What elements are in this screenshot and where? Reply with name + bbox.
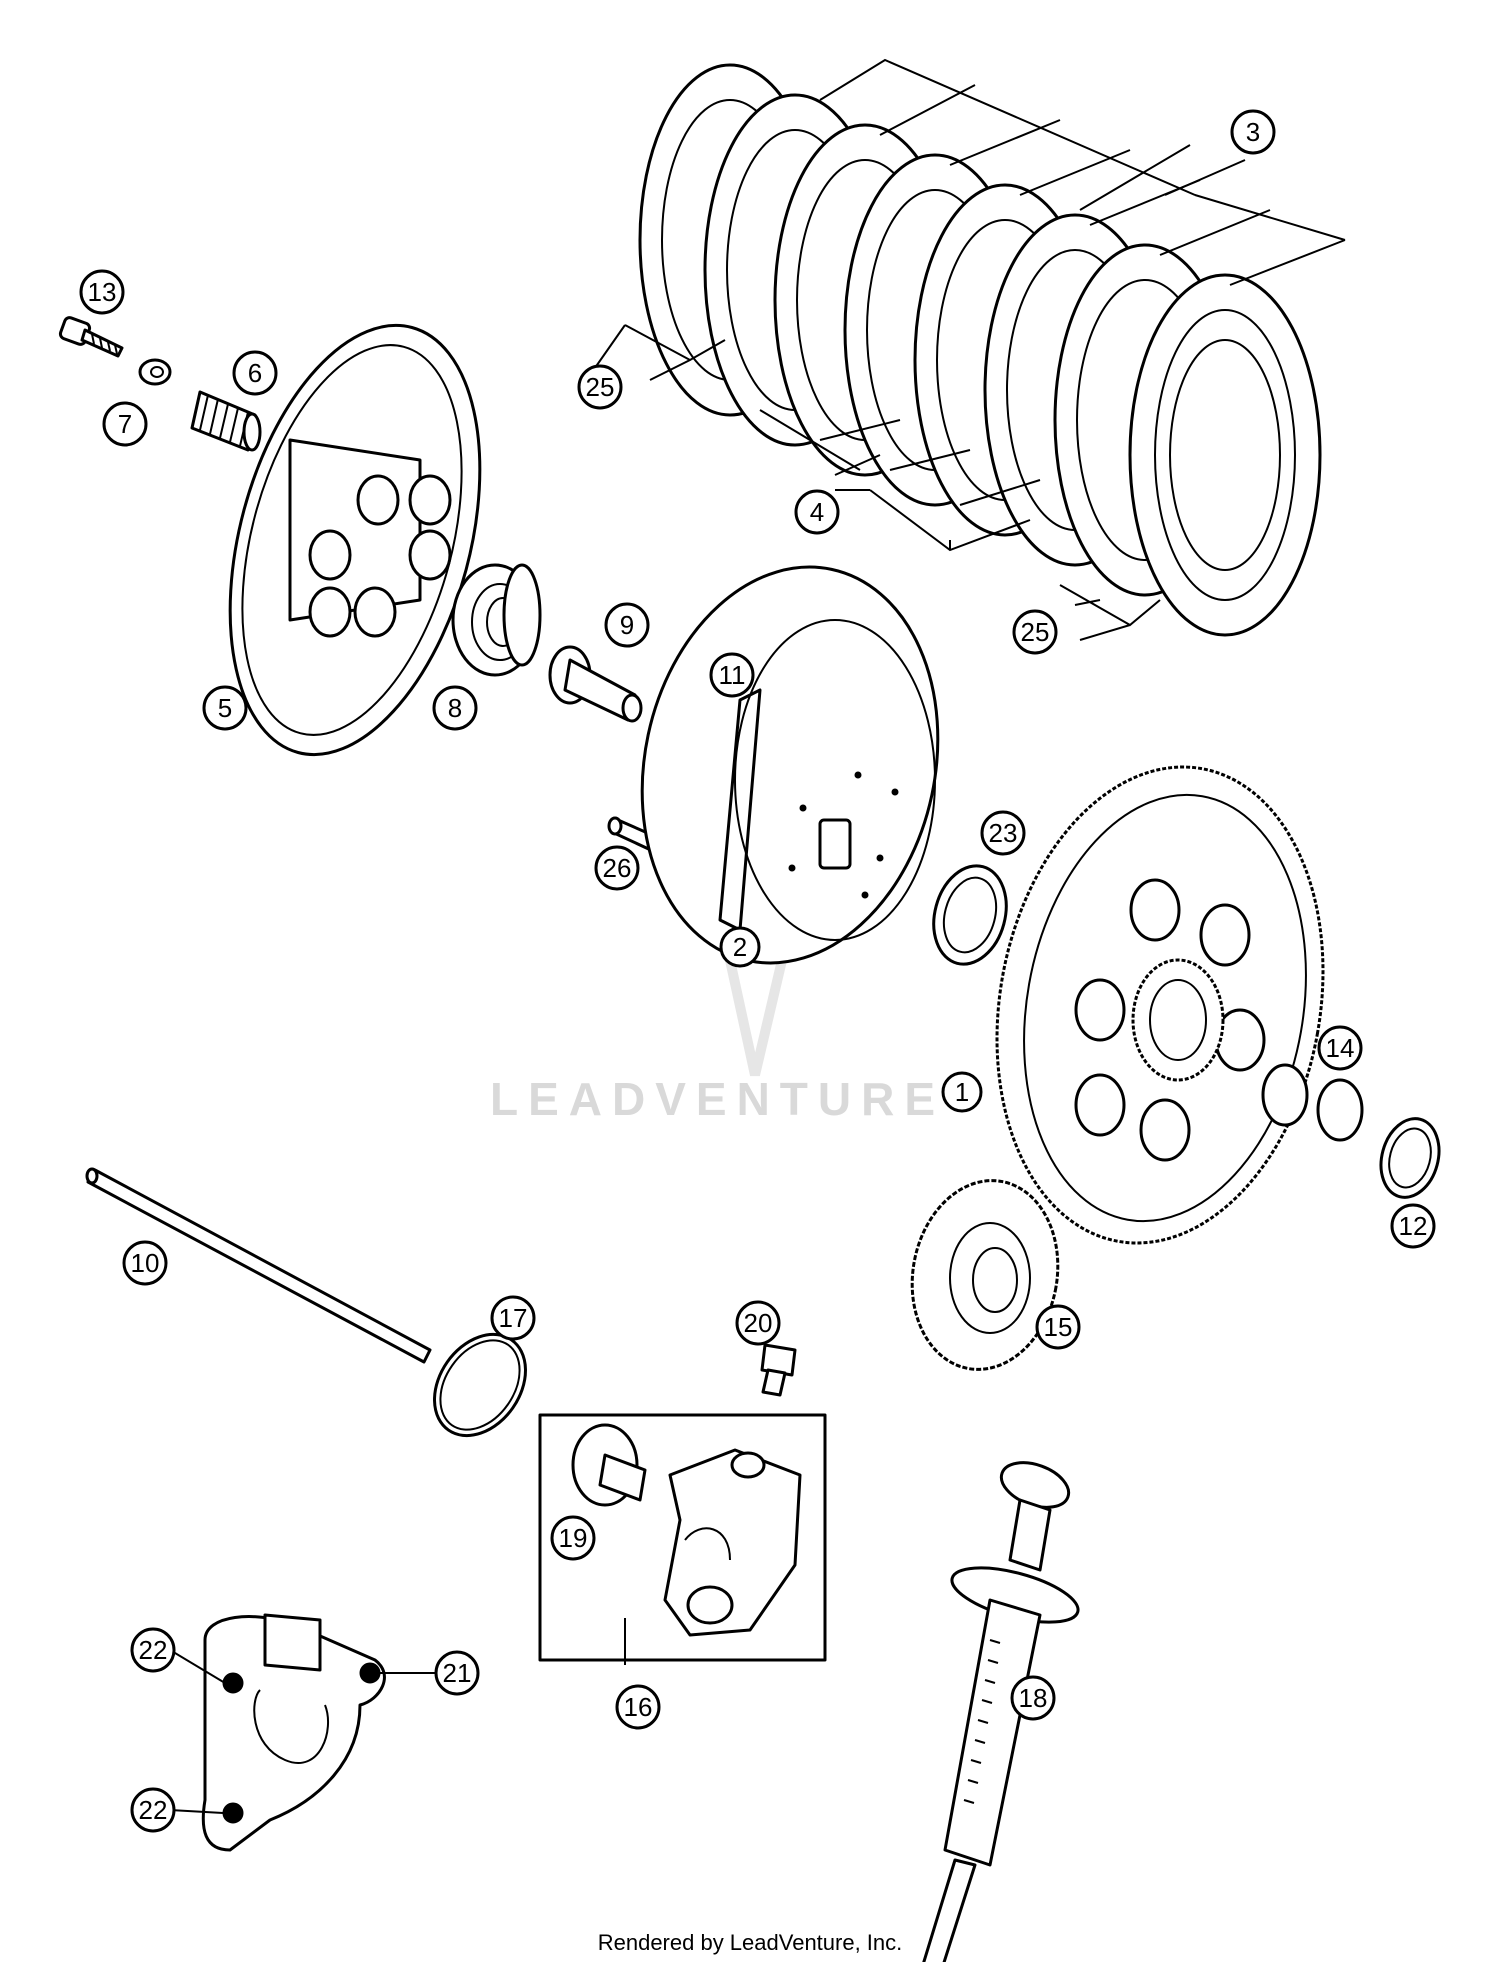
callout-20: 20 bbox=[735, 1300, 781, 1346]
callout-22-top: 22 bbox=[130, 1627, 176, 1673]
callout-25-top: 25 bbox=[577, 364, 623, 410]
svg-text:23: 23 bbox=[989, 818, 1018, 848]
callout-17: 17 bbox=[490, 1295, 536, 1341]
part-23-shim bbox=[932, 864, 1008, 966]
part-17-o-ring bbox=[433, 1332, 527, 1438]
svg-text:1: 1 bbox=[955, 1077, 969, 1107]
callout-16: 16 bbox=[615, 1684, 661, 1730]
part-20-bleed-screw bbox=[760, 1343, 797, 1397]
svg-text:21: 21 bbox=[443, 1658, 472, 1688]
callout-23: 23 bbox=[980, 810, 1026, 856]
svg-text:19: 19 bbox=[559, 1523, 588, 1553]
callout-3: 3 bbox=[1230, 109, 1276, 155]
svg-text:25: 25 bbox=[586, 372, 615, 402]
callout-2: 2 bbox=[719, 926, 761, 968]
part-6-spring bbox=[190, 390, 262, 452]
svg-text:4: 4 bbox=[810, 497, 824, 527]
watermark-text: LEADVENTURE bbox=[490, 1073, 945, 1125]
part-9-pin bbox=[548, 645, 643, 723]
svg-text:10: 10 bbox=[131, 1248, 160, 1278]
callout-22-bottom: 22 bbox=[130, 1787, 176, 1833]
callout-8: 8 bbox=[432, 685, 478, 731]
callout-10: 10 bbox=[122, 1240, 168, 1286]
svg-text:22: 22 bbox=[139, 1635, 168, 1665]
svg-text:8: 8 bbox=[448, 693, 462, 723]
part-2-inner-hub bbox=[640, 565, 940, 965]
svg-text:9: 9 bbox=[620, 610, 634, 640]
svg-text:15: 15 bbox=[1044, 1312, 1073, 1342]
svg-text:16: 16 bbox=[624, 1692, 653, 1722]
callout-4: 4 bbox=[794, 489, 840, 535]
clutch-disc-stack bbox=[624, 58, 1346, 641]
callout-14: 14 bbox=[1317, 1025, 1363, 1071]
part-5-pressure-plate bbox=[228, 323, 482, 757]
svg-text:3: 3 bbox=[1246, 117, 1260, 147]
svg-text:13: 13 bbox=[88, 277, 117, 307]
callout-5: 5 bbox=[202, 685, 248, 731]
part-15-gear bbox=[910, 1179, 1060, 1371]
callout-25-bottom: 25 bbox=[1012, 609, 1058, 655]
part-13-screw bbox=[58, 316, 124, 358]
svg-text:11: 11 bbox=[719, 660, 746, 690]
watermark: LEADVENTURE bbox=[490, 900, 945, 1125]
svg-text:12: 12 bbox=[1399, 1211, 1428, 1241]
svg-text:5: 5 bbox=[218, 693, 232, 723]
svg-text:18: 18 bbox=[1019, 1683, 1048, 1713]
callout-12: 12 bbox=[1390, 1203, 1436, 1249]
callout-11: 11 bbox=[709, 652, 755, 698]
svg-text:2: 2 bbox=[733, 932, 747, 962]
part-12-shim bbox=[1379, 1117, 1441, 1199]
callout-19: 19 bbox=[550, 1515, 596, 1561]
callout-18: 18 bbox=[1010, 1675, 1056, 1721]
svg-text:17: 17 bbox=[499, 1303, 528, 1333]
svg-text:20: 20 bbox=[744, 1308, 773, 1338]
callout-6: 6 bbox=[232, 350, 278, 396]
footer-credit: Rendered by LeadVenture, Inc. bbox=[597, 1930, 903, 1955]
svg-text:26: 26 bbox=[603, 853, 632, 883]
part-18-syringe bbox=[922, 1461, 1080, 1962]
part-21-22-cover bbox=[169, 1613, 435, 1852]
svg-text:25: 25 bbox=[1021, 617, 1050, 647]
part-10-push-rod bbox=[85, 1167, 432, 1364]
callout-21: 21 bbox=[434, 1650, 480, 1696]
part-7-washer bbox=[138, 358, 172, 386]
svg-text:22: 22 bbox=[139, 1795, 168, 1825]
callout-9: 9 bbox=[604, 602, 650, 648]
svg-text:6: 6 bbox=[248, 358, 262, 388]
svg-text:14: 14 bbox=[1326, 1033, 1355, 1063]
callout-15: 15 bbox=[1035, 1304, 1081, 1350]
part-1-primary-gear bbox=[995, 765, 1325, 1245]
svg-text:7: 7 bbox=[118, 409, 132, 439]
callout-13: 13 bbox=[79, 269, 125, 315]
part-8-bearing bbox=[451, 563, 542, 677]
part-14-needle-bearings bbox=[1261, 1063, 1364, 1142]
callout-1: 1 bbox=[941, 1071, 983, 1113]
callout-26: 26 bbox=[594, 845, 640, 891]
callout-7: 7 bbox=[102, 401, 148, 447]
